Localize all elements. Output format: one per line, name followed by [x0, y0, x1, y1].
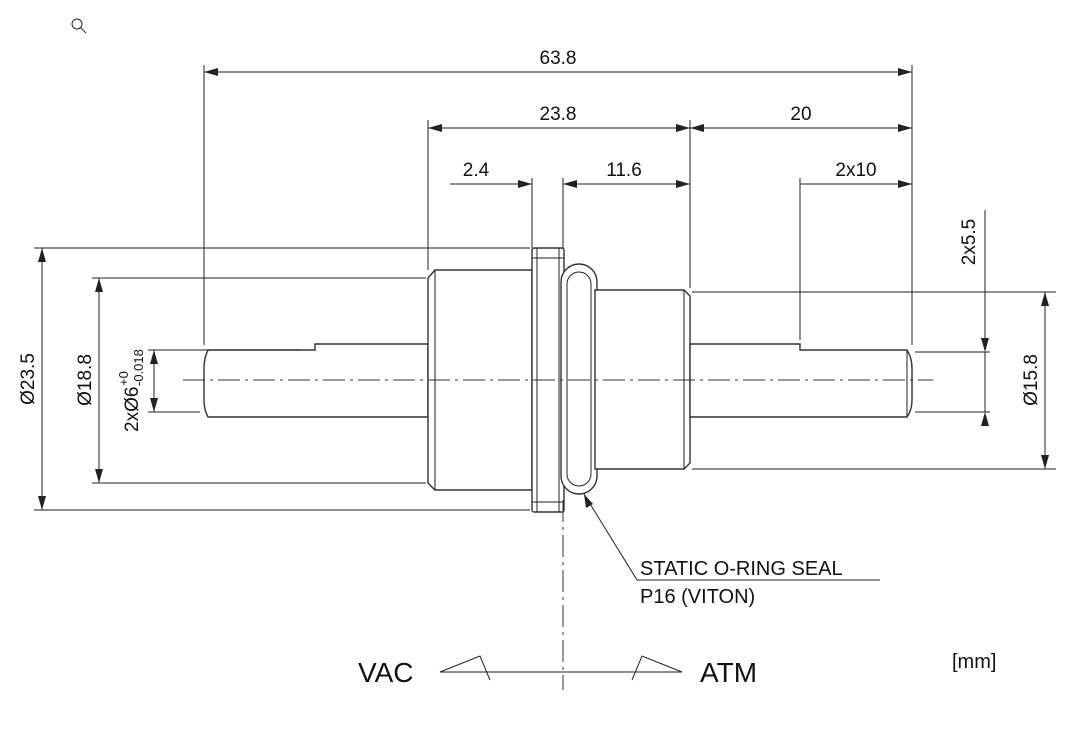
dimension-lines [41, 71, 1046, 510]
callout-line-1: STATIC O-RING SEAL [640, 558, 843, 580]
dim-oring-shoulder: 11.6 [606, 160, 642, 181]
dim-atm-length: 20 [790, 104, 811, 125]
dim-overall-length: 63.8 [540, 48, 577, 69]
dim-body-length: 23.8 [540, 104, 577, 125]
dim-body-diameter: Ø18.8 [75, 354, 96, 406]
callout-line-2: P16 (VITON) [640, 586, 755, 608]
extension-lines [34, 65, 1056, 511]
dim-flats-depth: 2x5.5 [959, 219, 980, 265]
dim-flange-width: 2.4 [463, 160, 490, 181]
atm-label: ATM [700, 657, 757, 688]
dim-atm-diameter: Ø15.8 [1021, 354, 1042, 406]
magnifier-icon[interactable] [71, 18, 87, 34]
shaft-tolerance-lower: -0.018 [131, 349, 146, 386]
side-indicator: VAC ATM [358, 655, 757, 688]
arrowheads [38, 68, 1049, 510]
dim-flats-length: 2x10 [835, 160, 876, 181]
vac-label: VAC [358, 657, 414, 688]
dim-shaft-diameter: 2xØ6 +0 -0.018 [116, 349, 146, 432]
shaft-diameter-value: 2xØ6 [122, 387, 143, 432]
oring-callout: STATIC O-RING SEAL P16 (VITON) [583, 493, 880, 608]
dim-outer-diameter: Ø23.5 [18, 353, 39, 405]
units-label: [mm] [952, 651, 996, 673]
shaft-tolerance-upper: +0 [116, 371, 131, 386]
o-ring [560, 263, 598, 495]
